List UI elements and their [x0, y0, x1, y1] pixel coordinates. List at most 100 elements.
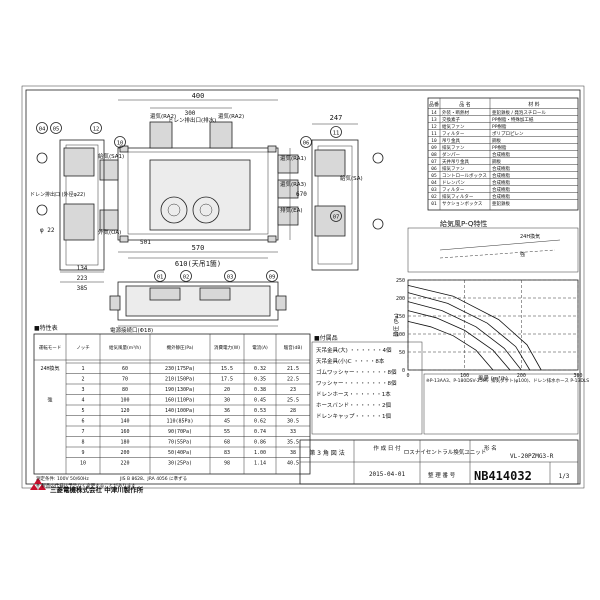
- chart-y-tick: 0: [402, 368, 405, 374]
- balloon-10: 10: [117, 141, 124, 147]
- parts-cell-no: 03: [431, 187, 437, 193]
- spec-cell: 20: [224, 387, 230, 393]
- spec-cell: 0.38: [254, 387, 266, 393]
- spec-cell: 100: [120, 398, 129, 404]
- spec-cell: 24H換気: [40, 365, 59, 372]
- parts-cell-no: 10: [431, 138, 437, 144]
- spec-cell: 1.00: [254, 450, 266, 456]
- spec-cell: 33: [290, 429, 296, 435]
- spec-cell: 40.5: [287, 461, 299, 467]
- spec-note-1: 測定条件: 100V 50/60Hz: [36, 475, 89, 482]
- label-sa-right: 給気(SA): [340, 174, 363, 182]
- parts-cell-material: ポリプロピレン: [492, 130, 524, 137]
- parts-cell-name: ダンパー: [442, 151, 460, 158]
- company-name: 三菱電機株式会社 中津川製作所: [50, 485, 144, 494]
- spec-header-cell: 運転モード: [39, 345, 62, 351]
- chart-y-tick: 200: [396, 296, 405, 302]
- spec-header-cell: ノッチ: [76, 345, 90, 351]
- parts-cell-name: フィルター: [442, 186, 465, 193]
- chart-y-tick: 150: [396, 314, 405, 320]
- spec-cell: 70(55Pa): [168, 440, 192, 446]
- parts-cell-name: 排気ファン: [442, 144, 465, 151]
- accessory-item: ワッシャー・・・・・・・・8個: [316, 379, 397, 387]
- balloon-11: 11: [333, 131, 340, 137]
- created-label: 作 成 日 付: [373, 444, 401, 452]
- parts-cell-material: PP樹脂: [492, 123, 507, 130]
- label-ra2-right: 還気(RA2): [218, 112, 244, 120]
- spec-cell: 30: [224, 398, 230, 404]
- parts-cell-no: 02: [431, 194, 437, 200]
- label-sa1: 給気(SA1): [98, 152, 124, 160]
- parts-cell-no: 13: [431, 117, 437, 123]
- spec-table-title: ■特性表: [34, 324, 58, 332]
- chart-ylabel: 静圧 (Pa): [392, 313, 400, 336]
- front-view: [109, 281, 287, 327]
- spec-cell: 55: [224, 429, 230, 435]
- spec-cell: 5: [81, 408, 84, 414]
- parts-cell-material: 鋼板: [492, 137, 501, 144]
- label-ra3: 還気(RA3): [280, 180, 306, 188]
- spec-cell: 30.5: [287, 419, 299, 425]
- chart-x-tick: 100: [460, 373, 469, 379]
- parts-cell-material: PP樹脂・特殊加工紙: [492, 116, 534, 123]
- balloon-04: 04: [39, 127, 46, 133]
- label-ea: 排気(EA): [280, 206, 303, 214]
- chart-series-line: [407, 285, 542, 371]
- spec-cell: 28: [290, 408, 296, 414]
- dim-drain-dia: φ 22: [40, 227, 55, 234]
- parts-cell-material: 合成樹脂: [492, 165, 510, 172]
- parts-cell-name: 吊り金具: [442, 137, 460, 144]
- projection-label: 第 3 角 図 法: [309, 449, 344, 457]
- outer-frame: [21, 85, 585, 489]
- parts-cell-name: 外装・断熱材: [442, 109, 469, 116]
- spec-cell: 83: [224, 450, 230, 456]
- spec-cell: 0.53: [254, 408, 266, 414]
- spec-cell: 70: [122, 377, 128, 383]
- dim-223: 223: [77, 275, 88, 282]
- parts-cell-no: 08: [431, 152, 437, 158]
- spec-cell: 4: [81, 398, 84, 404]
- chart-series-line: [407, 301, 522, 371]
- dim-670: 670: [296, 191, 307, 198]
- balloon-01: 01: [157, 275, 164, 281]
- label-oa: 外気(OA): [98, 228, 121, 236]
- top-view: [99, 99, 299, 259]
- spec-cell: 140: [120, 419, 129, 425]
- pq-chart-upper: [407, 227, 579, 273]
- spec-cell: 50(40Pa): [168, 450, 192, 456]
- spec-cell: 140(100Pa): [165, 408, 195, 414]
- parts-cell-name: コントロールボックス: [442, 172, 487, 179]
- spec-cell: 8: [81, 440, 84, 446]
- spec-cell: 160: [120, 429, 129, 435]
- spec-cell: 45: [224, 419, 230, 425]
- spec-cell: 21.5: [287, 366, 299, 372]
- spec-cell: 230(175Pa): [165, 366, 195, 372]
- chart-y-tick: 50: [399, 350, 405, 356]
- spec-cell: 0.35: [254, 377, 266, 383]
- spec-header-cell: 機外静圧(Pa): [167, 344, 194, 351]
- spec-cell: 35.5: [287, 440, 299, 446]
- accessory-item: 天吊金具(小)C ・・・・8本: [316, 357, 385, 365]
- spec-cell: 68: [224, 440, 230, 446]
- accessory-item: ドレンホース・・・・・・1本: [316, 390, 391, 398]
- parts-cell-no: 14: [431, 110, 437, 116]
- spec-cell: 15.5: [221, 366, 233, 372]
- spec-cell: 210(150Pa): [165, 377, 195, 383]
- spec-cell: 3: [81, 387, 84, 393]
- parts-cell-material: 合成樹脂: [492, 172, 510, 179]
- spec-cell: 22.5: [287, 377, 299, 383]
- accessory-note: ※P-13AA3、P-180DSV-25M、排気ダクト(φ100)、ドレン排水ホ…: [426, 377, 589, 384]
- accessory-item: ゴムワッシャー・・・・・・8個: [316, 368, 397, 376]
- chart-x-tick: 200: [517, 373, 526, 379]
- chart-x-tick: 0: [406, 373, 409, 379]
- model-label: 形 名: [484, 444, 497, 452]
- parts-cell-name: 交換素子: [442, 116, 460, 123]
- part-balloons: [36, 122, 342, 282]
- spec-header-cell: 電流(A): [252, 344, 268, 351]
- parts-cell-name: 排気フィルター: [442, 193, 474, 200]
- spec-cell: 9: [81, 450, 84, 456]
- accessory-title: ■付属品: [314, 334, 338, 342]
- dim-400: 400: [192, 92, 205, 100]
